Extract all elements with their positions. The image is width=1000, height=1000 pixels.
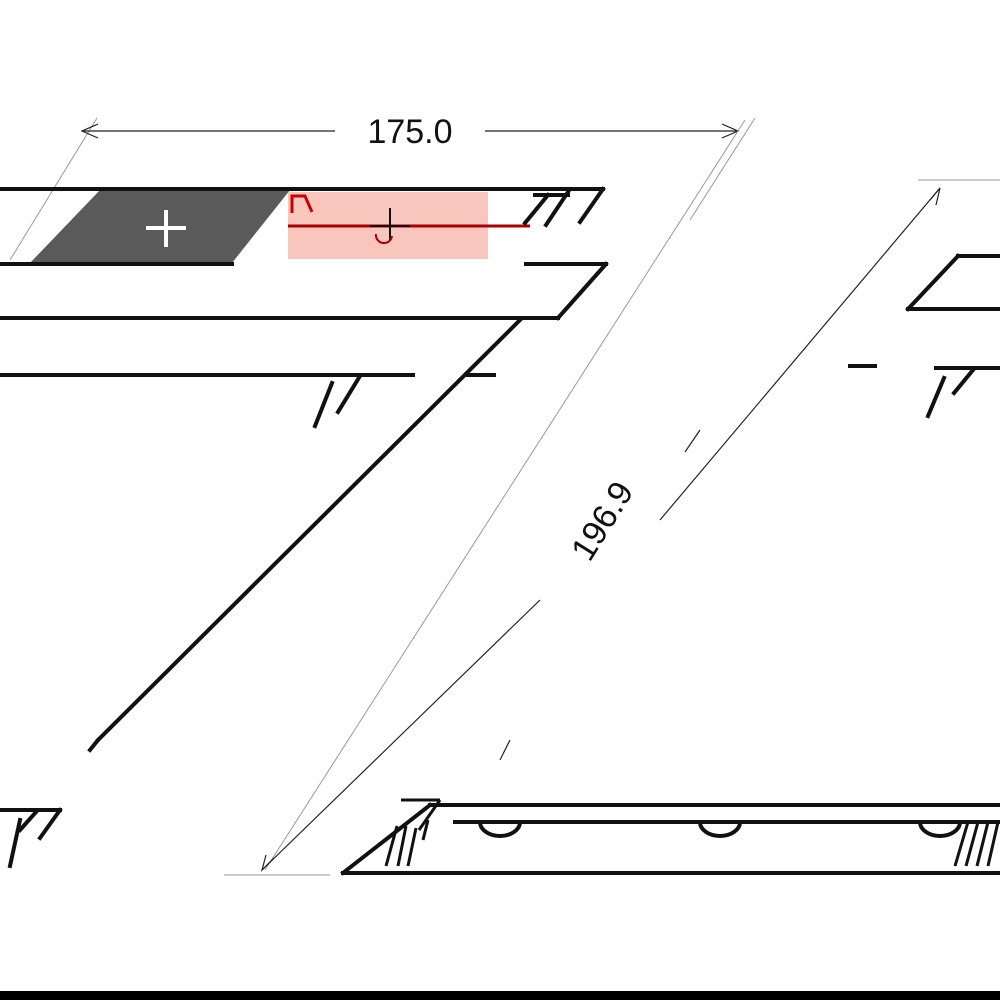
crosshair-icon-dark (146, 210, 186, 247)
right-side-frame (848, 253, 1000, 419)
highlight-corner-icon (290, 194, 314, 213)
width-dimension-label: 175.0 (367, 113, 452, 151)
height-dimension-line-lower (261, 599, 541, 871)
bottom-bar (0, 991, 1000, 1000)
crosshair-icon-highlight (370, 208, 410, 245)
width-dimension: 175.0 (9, 113, 756, 261)
left-foot (0, 807, 63, 869)
width-extension-line-right (689, 117, 756, 221)
height-dimension-label: 196.9 (564, 475, 641, 567)
base-cutout-icon-1 (477, 819, 523, 838)
height-dimension-line-upper (659, 187, 941, 521)
height-arrow-bottom-icon (260, 854, 275, 873)
height-dimension: 196.9 (224, 179, 1000, 876)
diagonal-leg (87, 119, 746, 871)
shelf-outline (0, 186, 609, 429)
height-arrow-top-icon (929, 187, 941, 206)
base-cutout-icon-3 (917, 819, 963, 838)
base-cutout-icon-2 (697, 819, 743, 838)
width-arrow-left-icon (80, 123, 99, 139)
base-frame (340, 798, 1000, 876)
